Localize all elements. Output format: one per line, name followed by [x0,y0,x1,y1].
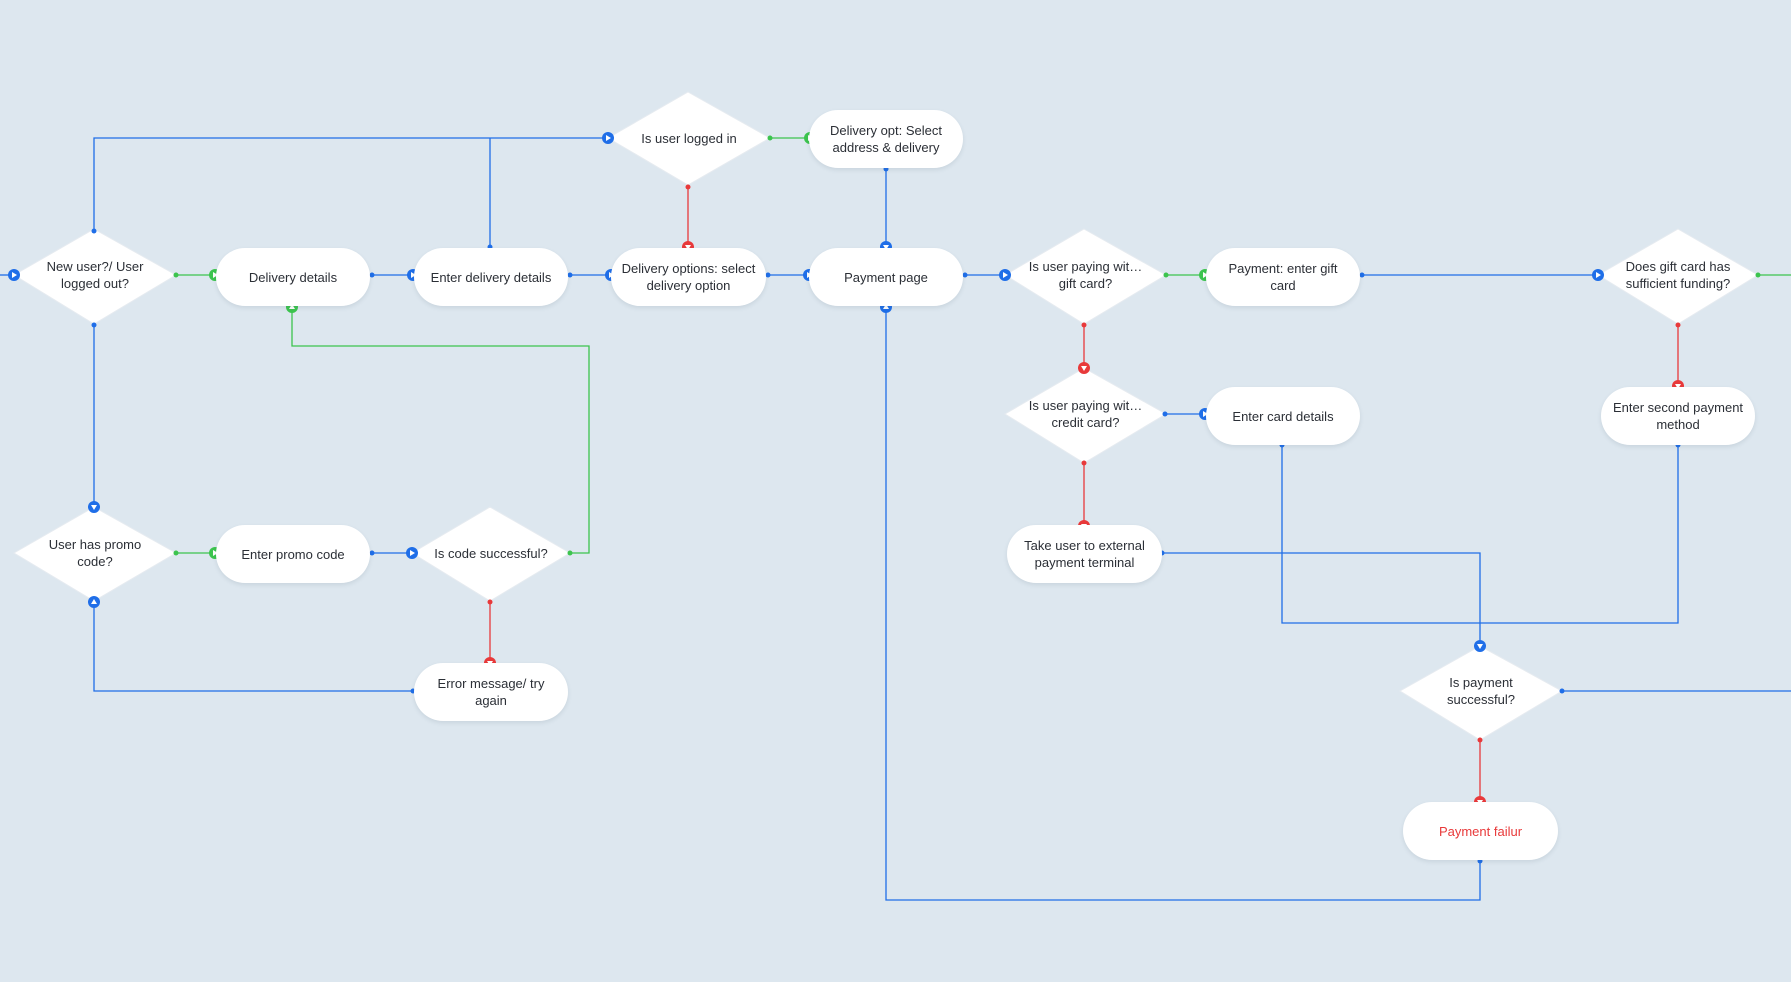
connector-new-user-logged-in [93,137,608,231]
node-payment-page[interactable]: Payment page [809,248,963,306]
label-user-has-promo: User has promo code? [48,537,142,569]
node-enter-second-payment[interactable]: Enter second payment method [1601,387,1755,445]
label-is-user-logged-in: Is user logged in [641,130,737,146]
label-is-code-successful: Is code successful? [434,545,548,561]
node-enter-promo-code[interactable]: Enter promo code [216,525,370,583]
label-is-paying-credit-card: Is user paying wit… credit card? [1028,398,1143,430]
label-new-user: New user?/ User logged out? [46,259,144,291]
node-external-terminal[interactable]: Take user to external payment terminal [1007,525,1162,583]
connector-error-promo [93,602,413,692]
label-is-paying-gift-card: Is user paying wit… gift card? [1028,259,1143,291]
node-enter-card-details[interactable]: Enter card details [1206,387,1360,445]
label-is-payment-successful: Is payment successful? [1447,675,1515,707]
label-gift-card-funding: Does gift card has sufficient funding? [1625,259,1731,291]
node-payment-failure[interactable]: Payment failur [1403,802,1558,860]
node-payment-enter-gift-card[interactable]: Payment: enter gift card [1206,248,1360,306]
connector-failure-payment-page [885,307,1481,901]
node-error-message[interactable]: Error message/ try again [414,663,568,721]
connector-code-success-yes [291,307,590,554]
node-delivery-details[interactable]: Delivery details [216,248,370,306]
connector-terminal-payment-check [1162,552,1481,646]
node-delivery-options[interactable]: Delivery options: select delivery option [611,248,766,306]
node-delivery-opt-select[interactable]: Delivery opt: Select address & delivery [809,110,963,168]
node-enter-delivery-details[interactable]: Enter delivery details [414,248,568,306]
